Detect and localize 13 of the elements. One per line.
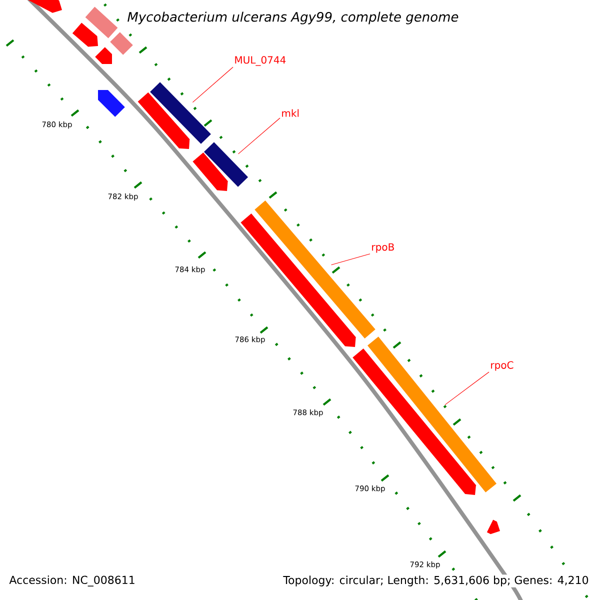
gene-bar — [150, 82, 211, 144]
accession-text: Accession: NC_008611 — [9, 576, 134, 586]
summary-text: Topology: circular; Length: 5,631,606 bp; Genes: 4,210 — [282, 574, 590, 588]
leader-line — [192, 66, 234, 103]
gene-label: mkl — [282, 109, 299, 117]
gene-label: rpoC — [491, 361, 514, 371]
title: Mycobacterium ulcerans Agy99, complete genome — [128, 12, 458, 24]
leader-line — [238, 118, 280, 154]
gene-label: rpoB — [372, 243, 394, 253]
leader-line — [444, 372, 490, 406]
gene-bar — [204, 142, 248, 187]
leader-line — [330, 254, 370, 266]
gene-label: MUL_0744 — [235, 56, 286, 66]
